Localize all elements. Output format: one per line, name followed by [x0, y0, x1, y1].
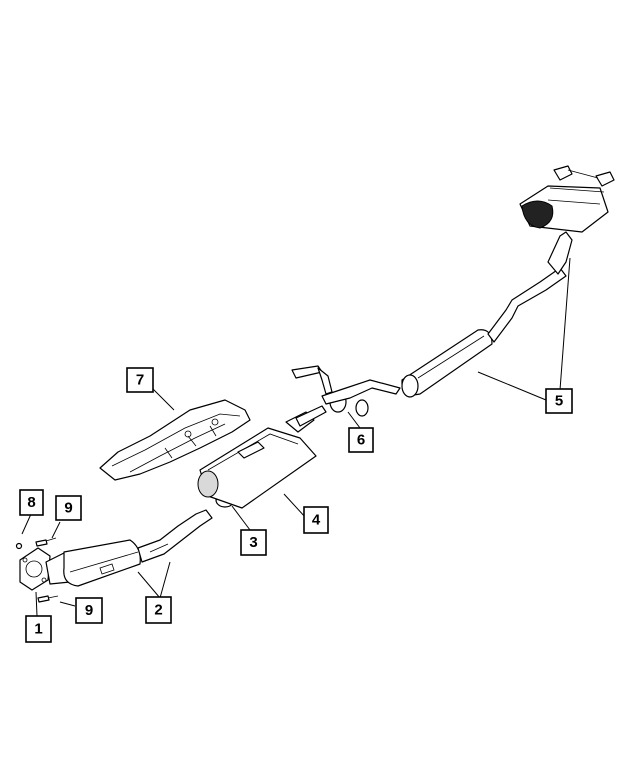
callout-3: 3: [240, 529, 267, 556]
callout-4: 4: [303, 506, 329, 534]
callout-1: 1: [25, 615, 52, 643]
callout-2: 2: [145, 596, 172, 624]
callout-label: 1: [34, 621, 42, 638]
callout-label: 9: [85, 602, 93, 619]
callout-label: 4: [312, 512, 321, 529]
catalytic-converter: [19, 509, 213, 591]
callout-label: 6: [357, 432, 365, 449]
callout-9-top: 9: [55, 495, 82, 521]
callout-label: 7: [136, 372, 144, 389]
heat-shield: [99, 399, 251, 481]
callout-6: 6: [348, 427, 374, 453]
callout-9-bottom: 9: [75, 597, 103, 624]
callout-8: 8: [19, 489, 44, 516]
rear-muffler-tailpipe: [321, 165, 615, 405]
bolts: [15, 537, 59, 603]
callout-label: 2: [154, 602, 162, 619]
leader-lines: [21, 257, 571, 617]
callout-label: 5: [555, 393, 563, 410]
callout-label: 9: [64, 500, 72, 517]
callout-label: 3: [249, 534, 257, 551]
callout-label: 8: [27, 494, 35, 511]
resonator: [197, 405, 327, 509]
callout-5: 5: [545, 388, 573, 414]
callout-7: 7: [126, 367, 154, 393]
